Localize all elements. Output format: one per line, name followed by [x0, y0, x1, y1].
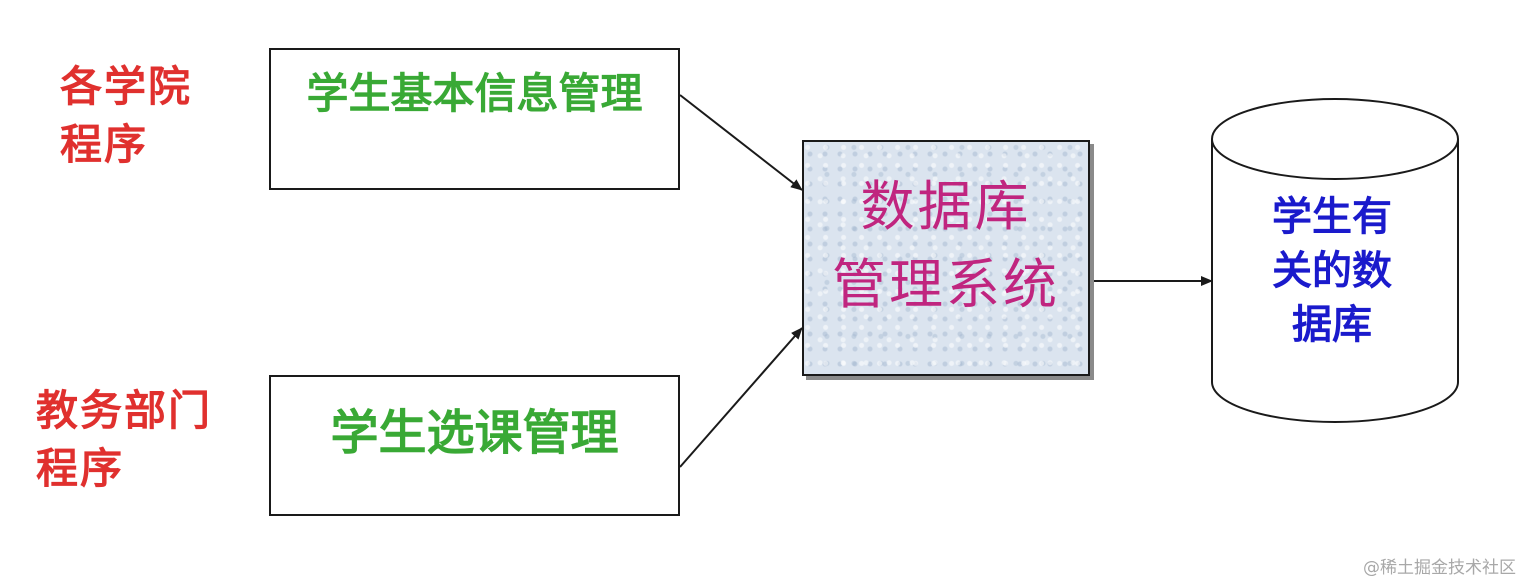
watermark: @稀土掘金技术社区 — [1363, 558, 1516, 578]
dbms-label-line: 数据库 — [860, 175, 1032, 238]
database-cylinder-icon — [1211, 98, 1459, 423]
cylinder-top — [1211, 98, 1459, 180]
source-label-line: 程序 — [60, 120, 149, 169]
source-label-line: 程序 — [36, 444, 125, 493]
dbms-box: 数据库 管理系统 — [802, 140, 1090, 376]
module-title-student-info: 学生基本信息管理 — [306, 69, 643, 118]
database-label: 学生有 关的数 据库 — [1232, 190, 1432, 352]
source-label-colleges: 各学院 程序 — [60, 58, 192, 174]
arrow-info-to-dbms — [679, 94, 803, 191]
source-label-line: 教务部门 — [36, 386, 213, 435]
source-label-line: 各学院 — [60, 62, 193, 111]
dbms-label-line: 管理系统 — [832, 253, 1060, 316]
database-label-line: 关的数 — [1272, 248, 1392, 294]
arrow-course-to-dbms — [679, 327, 803, 468]
module-box-course-selection: 学生选课管理 — [269, 375, 680, 516]
module-box-student-info: 学生基本信息管理 — [269, 48, 680, 190]
dbms-label: 数据库 管理系统 — [804, 168, 1088, 324]
cylinder-body — [1211, 139, 1459, 423]
database-label-line: 学生有 — [1272, 194, 1392, 240]
module-title-course-selection: 学生选课管理 — [330, 405, 619, 461]
database-label-line: 据库 — [1292, 302, 1372, 348]
source-label-academic-affairs: 教务部门 程序 — [36, 382, 212, 498]
